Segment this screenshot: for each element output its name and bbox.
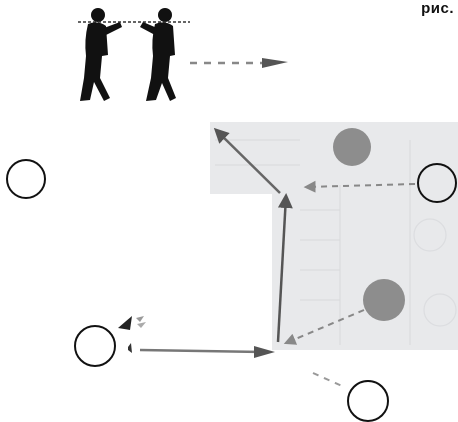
open-circle-bottom <box>347 380 389 422</box>
vector-arrow-right <box>139 346 275 358</box>
small-arrow-marks-icon <box>118 316 146 353</box>
dashed-arrow-from-right <box>303 180 416 193</box>
open-circle-bottom-left <box>74 325 116 367</box>
background-panel <box>210 122 458 350</box>
person-left-icon <box>80 8 122 101</box>
person-right-icon <box>140 8 176 101</box>
dashed-line-bottom <box>312 372 343 387</box>
open-circle-right <box>417 163 457 203</box>
filled-circle-top <box>333 128 371 166</box>
vector-arrow-up-left <box>213 127 281 194</box>
dashed-arrow-from-lower-circle <box>283 309 365 345</box>
open-circle-left <box>6 159 46 199</box>
vector-arrow-up <box>276 193 293 343</box>
pull-direction-dashed-arrow-icon <box>190 58 288 68</box>
filled-circle-lower <box>363 279 405 321</box>
figure-caption: рис. <box>421 0 454 17</box>
